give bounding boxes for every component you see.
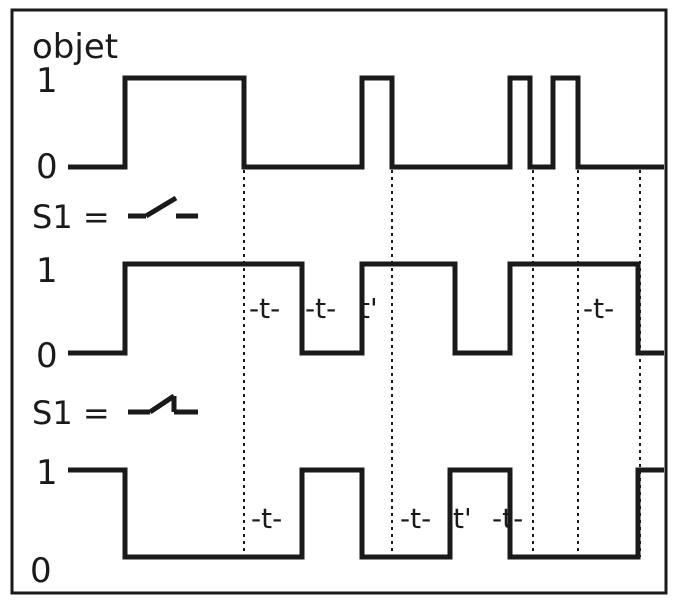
- s1-nc-t-prime-label: t': [453, 502, 472, 535]
- s1-nc-signal-trace: [68, 467, 664, 560]
- s1-no-high-label: 1: [36, 251, 58, 291]
- normally-open-contact-icon: [128, 195, 198, 219]
- object-signal-trace: [68, 75, 664, 170]
- object-low-label: 0: [36, 147, 58, 187]
- s1-no-signal-trace: [68, 261, 664, 356]
- normally-closed-contact-icon: [128, 393, 198, 415]
- s1-no-t-label-2: -t-: [305, 292, 336, 325]
- object-label: objet: [32, 27, 118, 67]
- s1-no-t-label-3: -t-: [583, 292, 614, 325]
- s1-nc-t-label-1: -t-: [251, 502, 282, 535]
- s1-nc-label: S1 =: [32, 394, 110, 432]
- s1-nc-t-label-3: -t-: [492, 502, 523, 535]
- object-high-label: 1: [36, 61, 58, 101]
- diagram-frame: [10, 8, 668, 595]
- s1-no-low-label: 0: [36, 336, 58, 376]
- s1-no-t-prime-label: t': [359, 292, 378, 325]
- s1-nc-high-label: 1: [36, 453, 58, 493]
- s1-nc-low-label: 0: [30, 551, 52, 591]
- s1-no-label: S1 =: [32, 198, 110, 236]
- s1-no-t-label-1: -t-: [249, 292, 280, 325]
- s1-nc-t-label-2: -t-: [400, 502, 431, 535]
